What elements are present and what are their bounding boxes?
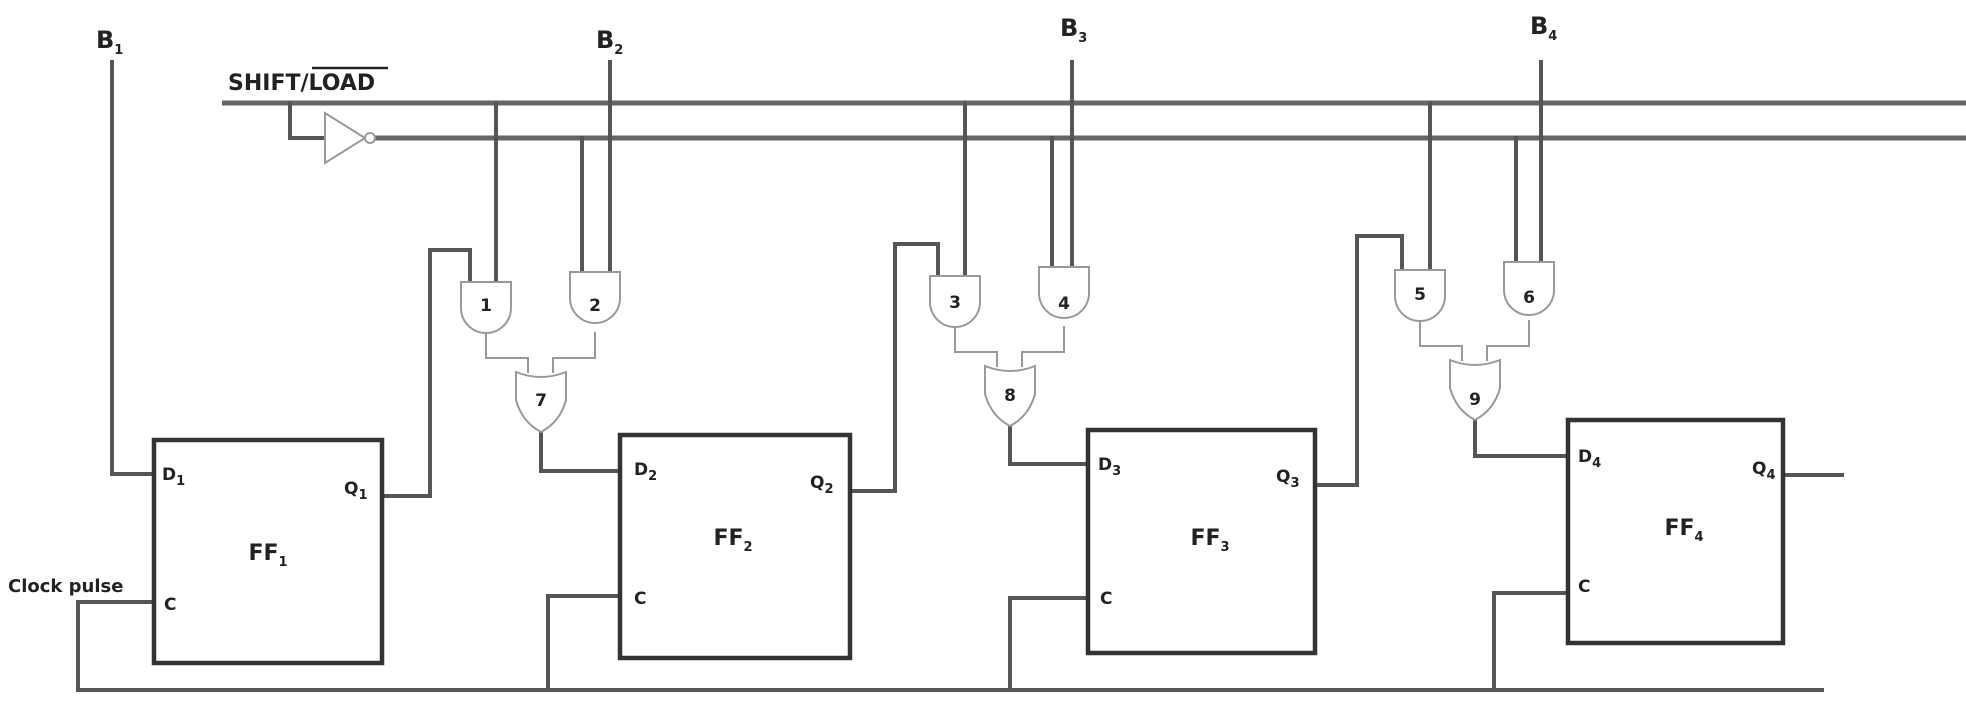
or-gate-9: 9 bbox=[1449, 358, 1501, 422]
inverter-input-wire bbox=[288, 101, 327, 140]
ff4-c-pin: C bbox=[1578, 577, 1590, 597]
flipflop-3: D3 Q3 C FF3 bbox=[1085, 427, 1318, 656]
inverter-bubble-icon bbox=[364, 132, 376, 144]
flipflop-1: D1 Q1 C FF1 bbox=[151, 437, 385, 666]
flipflop-4: D4 Q4 C FF4 bbox=[1565, 417, 1786, 646]
ff2-box bbox=[617, 432, 853, 661]
and-gate-4-label: 4 bbox=[1058, 294, 1070, 314]
ff3-q-pin: Q3 bbox=[1276, 467, 1300, 491]
ff1-d-pin: D1 bbox=[162, 465, 185, 489]
input-b2-label: B2 bbox=[596, 26, 623, 58]
clock-to-ff3 bbox=[1008, 596, 1090, 692]
ff2-d-pin: D2 bbox=[634, 460, 657, 484]
ff4-q-pin: Q4 bbox=[1752, 459, 1776, 483]
and-gate-3-label: 3 bbox=[949, 293, 961, 313]
q1-feedback bbox=[380, 248, 472, 498]
or8-to-d3 bbox=[1008, 424, 1090, 466]
control-buses bbox=[222, 100, 1966, 165]
and-or-wires bbox=[485, 320, 1530, 373]
and4-to-or8 bbox=[1021, 326, 1065, 367]
ff1-c-pin: C bbox=[164, 595, 176, 615]
ff3-box bbox=[1085, 427, 1318, 656]
and-gate-6-icon bbox=[1503, 261, 1555, 316]
or-gate-7-icon bbox=[515, 370, 567, 434]
and5-to-or9 bbox=[1419, 320, 1463, 361]
and6-to-or9 bbox=[1486, 320, 1530, 361]
q2-feedback bbox=[848, 242, 940, 493]
load-overbar-text: LOAD bbox=[309, 71, 376, 96]
or-gate-7-label: 7 bbox=[535, 391, 547, 411]
feedback-wires bbox=[380, 234, 1844, 498]
and-gate-5-icon bbox=[1394, 269, 1446, 322]
ff2-q-pin: Q2 bbox=[810, 473, 834, 497]
clock-to-ff2 bbox=[546, 594, 622, 692]
and-gate-1-icon bbox=[460, 281, 512, 334]
or-gate-8: 8 bbox=[984, 364, 1036, 428]
or-gate-8-label: 8 bbox=[1004, 386, 1016, 406]
and-gate-2: 2 bbox=[569, 271, 621, 324]
and2-to-or7 bbox=[552, 332, 596, 373]
q3-feedback bbox=[1313, 234, 1404, 487]
ff2-name: FF2 bbox=[713, 526, 752, 555]
or-gate-7: 7 bbox=[515, 370, 567, 434]
and-gate-3: 3 bbox=[929, 275, 981, 328]
ff4-box bbox=[1565, 417, 1786, 646]
or-gate-9-icon bbox=[1449, 358, 1501, 422]
or-gate-8-icon bbox=[984, 364, 1036, 428]
ff4-name: FF4 bbox=[1664, 516, 1703, 545]
ff1-name: FF1 bbox=[248, 541, 287, 570]
ff3-c-pin: C bbox=[1100, 589, 1112, 609]
or9-to-d4 bbox=[1473, 418, 1570, 458]
and1-to-or7 bbox=[485, 332, 529, 373]
bus-taps bbox=[494, 101, 1518, 284]
flipflop-2: D2 Q2 C FF2 bbox=[617, 432, 853, 661]
and-gate-2-icon bbox=[569, 271, 621, 324]
ff3-d-pin: D3 bbox=[1098, 455, 1121, 479]
or-d-wires bbox=[539, 418, 1570, 473]
clock-to-ff1 bbox=[76, 600, 156, 692]
and-gate-5: 5 bbox=[1394, 269, 1446, 322]
b1-wire bbox=[110, 60, 156, 476]
and-gate-1-label: 1 bbox=[480, 296, 492, 316]
ff1-box bbox=[151, 437, 385, 666]
and-gate-4: 4 bbox=[1038, 266, 1090, 319]
input-b1-label: B1 bbox=[96, 26, 123, 58]
ff3-name: FF3 bbox=[1190, 526, 1229, 555]
and-gate-5-label: 5 bbox=[1414, 285, 1426, 305]
inverter-buffer-icon bbox=[324, 111, 367, 165]
and-gate-3-icon bbox=[929, 275, 981, 328]
input-b3-label: B3 bbox=[1060, 14, 1087, 46]
clock-pulse-label: Clock pulse bbox=[8, 576, 123, 597]
input-wires bbox=[110, 60, 1543, 476]
and-gate-2-label: 2 bbox=[589, 296, 601, 316]
and-gate-4-icon bbox=[1038, 266, 1090, 319]
or-gate-9-label: 9 bbox=[1469, 390, 1481, 410]
and-gate-6: 6 bbox=[1503, 261, 1555, 316]
clock-to-ff4 bbox=[1492, 591, 1570, 692]
and3-to-or8 bbox=[954, 326, 998, 367]
shift-load-label: SHIFT/LOAD bbox=[228, 71, 375, 96]
clock-lines bbox=[76, 591, 1824, 692]
ff4-d-pin: D4 bbox=[1578, 447, 1601, 471]
and-gate-6-label: 6 bbox=[1523, 288, 1535, 308]
or7-to-d2 bbox=[539, 430, 622, 473]
and-gate-1: 1 bbox=[460, 281, 512, 334]
input-b4-label: B4 bbox=[1530, 12, 1557, 44]
ff2-c-pin: C bbox=[634, 589, 646, 609]
ff1-q-pin: Q1 bbox=[344, 479, 368, 503]
